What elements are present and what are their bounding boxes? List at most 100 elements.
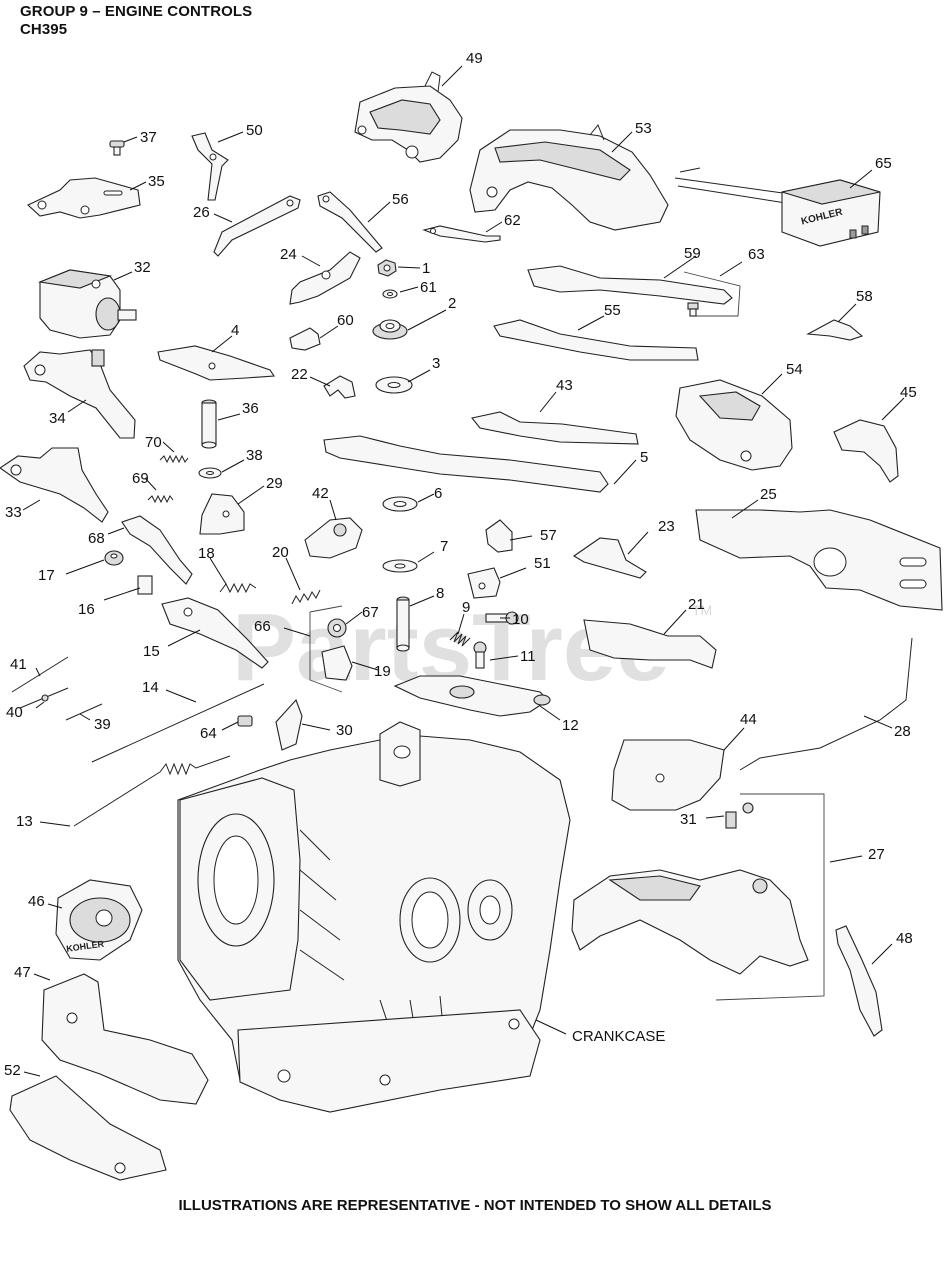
part-16-block — [137, 575, 153, 595]
callout-47: 47 — [14, 964, 31, 981]
watermark-trademark: TM — [692, 602, 712, 618]
part-8-shaft — [396, 596, 410, 652]
callout-5: 5 — [640, 449, 648, 466]
group-66-bracket-line — [309, 605, 343, 693]
callout-33: 33 — [5, 504, 22, 521]
part-41-rod — [11, 656, 69, 693]
callout-31: 31 — [680, 811, 697, 828]
callout-43: 43 — [556, 377, 573, 394]
part-58-bracket — [806, 319, 864, 341]
part-67-grommet — [327, 618, 347, 638]
callout-67: 67 — [362, 604, 379, 621]
callout-12: 12 — [562, 717, 579, 734]
callout-52: 52 — [4, 1062, 21, 1079]
part-51-bracket — [467, 567, 501, 599]
part-14-rod — [91, 683, 265, 763]
part-70-spring — [159, 454, 189, 464]
part-59-rail — [527, 265, 733, 305]
part-47-shroud — [41, 973, 209, 1105]
callout-28: 28 — [894, 723, 911, 740]
crankcase — [177, 721, 571, 1113]
part-23-bracket — [572, 537, 647, 579]
part-49-housing — [354, 71, 463, 163]
part-27-assembly — [571, 869, 809, 975]
callout-8: 8 — [436, 585, 444, 602]
part-28-rod — [739, 637, 913, 771]
callout-20: 20 — [272, 544, 289, 561]
page-title: GROUP 9 – ENGINE CONTROLS — [20, 3, 253, 20]
part-63-screw — [687, 302, 699, 317]
callout-19: 19 — [374, 663, 391, 680]
callout-58: 58 — [856, 288, 873, 305]
callout-65: 65 — [875, 155, 892, 172]
callout-55: 55 — [604, 302, 621, 319]
callout-45: 45 — [900, 384, 917, 401]
callout-21: 21 — [688, 596, 705, 613]
callout-2: 2 — [448, 295, 456, 312]
part-36-pin — [201, 399, 217, 449]
part-44-bracket — [611, 739, 725, 811]
part-50-lever — [191, 132, 229, 201]
callout-48: 48 — [896, 930, 913, 947]
part-35-bracket — [27, 177, 141, 219]
callout-59: 59 — [684, 245, 701, 262]
callout-22: 22 — [291, 366, 308, 383]
part-46-cap: KOHLER — [55, 879, 143, 961]
part-11-bolt — [473, 641, 487, 669]
part-29-bracket — [199, 493, 245, 535]
part-57-clip — [485, 519, 513, 553]
group-27-bracket-line — [715, 793, 825, 1001]
callout-46: 46 — [28, 893, 45, 910]
part-18-spring — [219, 582, 257, 594]
part-64-clip — [237, 715, 253, 727]
part-10-bolt — [485, 611, 519, 625]
part-55-rail — [493, 319, 699, 361]
part-42-bracket — [304, 517, 363, 559]
part-30-bracket — [275, 698, 303, 751]
part-32-solenoid — [37, 269, 137, 339]
callout-39: 39 — [94, 716, 111, 733]
part-25-bracket — [695, 509, 943, 611]
callout-36: 36 — [242, 400, 259, 417]
callout-10: 10 — [512, 611, 529, 628]
disclaimer-note: ILLUSTRATIONS ARE REPRESENTATIVE - NOT I… — [178, 1197, 772, 1214]
callout-7: 7 — [440, 538, 448, 555]
callout-70: 70 — [145, 434, 162, 451]
callout-53: 53 — [635, 120, 652, 137]
part-6-washer — [382, 496, 418, 512]
crankcase-label: CRANKCASE — [572, 1028, 665, 1045]
callout-44: 44 — [740, 711, 757, 728]
callout-41: 41 — [10, 656, 27, 673]
part-19-bracket — [321, 645, 353, 681]
part-54-housing — [675, 379, 793, 471]
callout-61: 61 — [420, 279, 437, 296]
part-12-lever — [393, 675, 551, 717]
callout-37: 37 — [140, 129, 157, 146]
part-68-lever — [121, 515, 193, 585]
callout-62: 62 — [504, 212, 521, 229]
part-34-bracket — [23, 349, 136, 439]
part-48-lever — [835, 925, 883, 1037]
callout-15: 15 — [143, 643, 160, 660]
callout-54: 54 — [786, 361, 803, 378]
callout-29: 29 — [266, 475, 283, 492]
part-3-washer — [375, 376, 413, 394]
callout-32: 32 — [134, 259, 151, 276]
callout-34: 34 — [49, 410, 66, 427]
part-13-spring-rod — [73, 755, 231, 827]
group-63-bracket-line — [683, 271, 741, 317]
model-number: CH395 — [20, 21, 68, 38]
part-1-nut — [377, 259, 397, 277]
callout-40: 40 — [6, 704, 23, 721]
callout-13: 13 — [16, 813, 33, 830]
part-62-lever — [422, 225, 501, 243]
part-33-bracket — [0, 447, 109, 523]
callout-labels: 49 53 65 37 35 50 26 56 62 24 1 61 2 3 3… — [4, 50, 917, 1079]
callout-38: 38 — [246, 447, 263, 464]
callout-68: 68 — [88, 530, 105, 547]
part-15-lever — [161, 597, 269, 669]
callout-56: 56 — [392, 191, 409, 208]
part-7-washer — [382, 559, 418, 573]
